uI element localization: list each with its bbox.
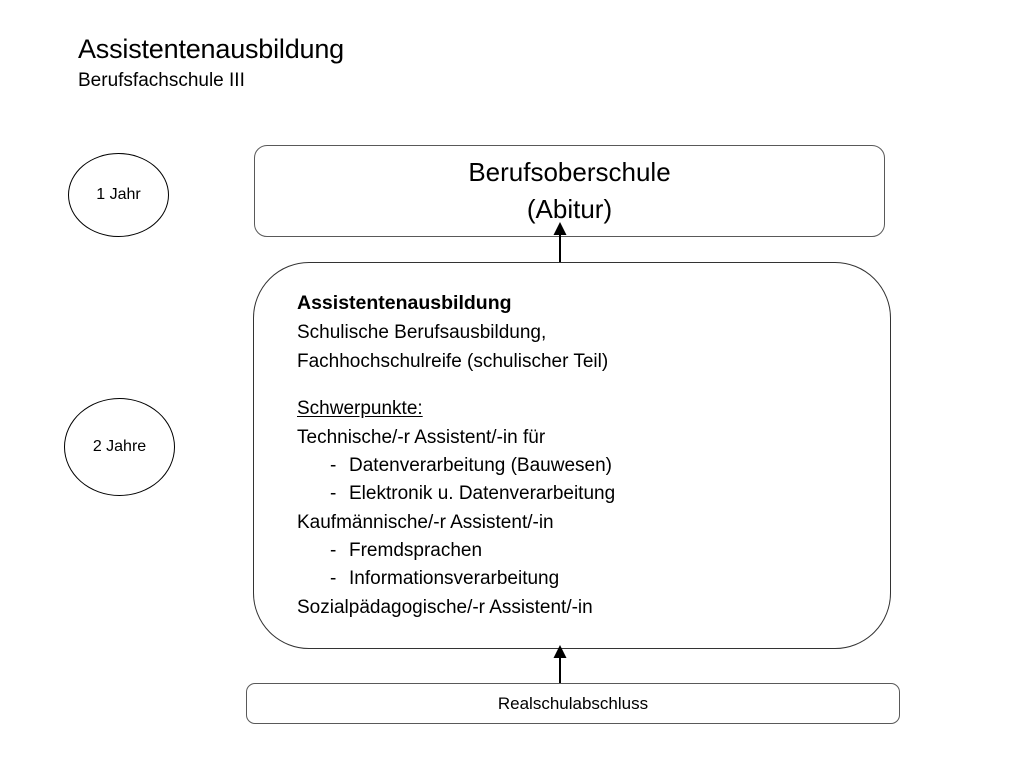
box-realschulabschluss: Realschulabschluss <box>246 683 900 724</box>
bullet-dash-icon: - <box>330 568 337 589</box>
focus-heading-row: Schwerpunkte: <box>297 394 860 423</box>
box-berufsoberschule: Berufsoberschule (Abitur) <box>254 145 885 237</box>
focus-item-fremdsprachen: -Fremdsprachen <box>297 537 860 565</box>
title-subtitle-text: Berufsfachschule III <box>78 70 245 91</box>
duration-circle-two-years: 2 Jahre <box>64 398 175 496</box>
focus-item-label: Datenverarbeitung (Bauwesen) <box>349 455 612 476</box>
bullet-dash-icon: - <box>330 455 337 476</box>
focus-item-label: Informationsverarbeitung <box>349 568 560 589</box>
duration-circle-two-years-label: 2 Jahre <box>92 438 147 455</box>
focus-group-title-kaufmaennische: Kaufmännische/-r Assistent/-in <box>297 512 554 533</box>
bullet-dash-icon: - <box>330 483 337 504</box>
assistentenausbildung-description-line-1: Schulische Berufsausbildung, <box>297 322 547 343</box>
page-title: Assistentenausbildung Berufsfachschule I… <box>78 32 778 94</box>
title-main-text: Assistentenausbildung <box>78 34 344 64</box>
realschulabschluss-label: Realschulabschluss <box>497 693 649 713</box>
focus-item-label: Elektronik u. Datenverarbeitung <box>349 483 616 504</box>
focus-item-datenverarbeitung-bauwesen: -Datenverarbeitung (Bauwesen) <box>297 452 860 480</box>
focus-group-title-sozialpaedagogische: Sozialpädagogische/-r Assistent/-in <box>297 597 593 618</box>
berufsoberschule-line-2: (Abitur) <box>526 194 613 224</box>
focus-heading-text: Schwerpunkte: <box>297 398 423 419</box>
duration-circle-one-year-label: 1 Jahr <box>96 186 141 203</box>
assistentenausbildung-heading: Assistentenausbildung <box>297 292 512 314</box>
focus-item-label: Fremdsprachen <box>349 540 483 561</box>
bullet-dash-icon: - <box>330 540 337 561</box>
box-assistentenausbildung: Assistentenausbildung Schulische Berufsa… <box>253 262 891 649</box>
focus-group-title-technische: Technische/-r Assistent/-in für <box>297 427 546 448</box>
berufsoberschule-line-1: Berufsoberschule <box>468 157 671 187</box>
focus-item-elektronik-datenverarbeitung: -Elektronik u. Datenverarbeitung <box>297 480 860 508</box>
assistentenausbildung-description-line-2: Fachhochschulreife (schulischer Teil) <box>297 351 609 372</box>
focus-item-informationsverarbeitung: -Informationsverarbeitung <box>297 565 860 593</box>
duration-circle-one-year: 1 Jahr <box>68 153 169 237</box>
spacer <box>297 376 860 394</box>
